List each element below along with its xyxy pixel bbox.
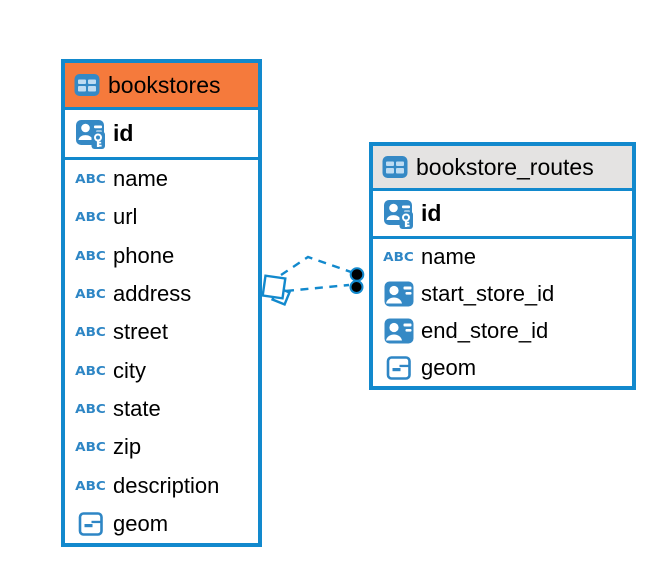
table-icon [382, 156, 408, 178]
relationship-line[interactable] [280, 255, 352, 276]
text-type-icon: ABC [75, 286, 106, 302]
foreign-key-icon [384, 281, 413, 307]
endpoint-dots-marker[interactable] [349, 267, 365, 294]
column-row-id[interactable]: id [65, 110, 258, 160]
column-row[interactable]: ABC zip [65, 428, 258, 466]
column-row[interactable]: ABC address [65, 275, 258, 313]
text-type-icon: ABC [75, 171, 106, 187]
text-type-icon: ABC [75, 363, 106, 379]
relationship-line[interactable] [285, 283, 350, 293]
column-name: street [113, 319, 169, 345]
column-name: phone [113, 242, 175, 268]
column-name: city [113, 357, 146, 383]
column-name: geom [113, 510, 169, 536]
table-header[interactable]: bookstore_routes [373, 146, 632, 191]
column-row[interactable]: end_store_id [373, 313, 632, 350]
column-row[interactable]: geom [65, 505, 258, 543]
column-name: description [113, 472, 220, 498]
text-type-icon: ABC [75, 439, 106, 455]
text-type-icon: ABC [75, 324, 106, 340]
column-name: url [113, 204, 138, 230]
column-row[interactable]: ABC url [65, 198, 258, 236]
column-row[interactable]: ABC name [373, 239, 632, 276]
column-row[interactable]: geom [373, 349, 632, 386]
text-type-icon: ABC [75, 477, 106, 494]
column-row[interactable]: ABC state [65, 390, 258, 428]
column-row[interactable]: ABC street [65, 313, 258, 351]
geometry-type-icon [386, 355, 411, 380]
column-name: id [421, 200, 442, 226]
text-type-icon: ABC [75, 401, 106, 417]
column-name: end_store_id [421, 317, 549, 343]
column-name: name [113, 166, 169, 192]
column-row[interactable]: start_store_id [373, 276, 632, 313]
column-row[interactable]: ABC city [65, 351, 258, 389]
many-side-diamond-marker[interactable] [261, 274, 292, 307]
column-name: zip [113, 434, 142, 460]
column-row[interactable]: ABC phone [65, 237, 258, 275]
table-name: bookstores [108, 71, 221, 98]
text-type-icon: ABC [75, 209, 106, 226]
column-row[interactable]: ABC name [65, 160, 258, 198]
geometry-type-icon [78, 512, 103, 536]
column-name: address [113, 281, 192, 307]
table-icon [74, 74, 100, 96]
column-row[interactable]: ABC description [65, 466, 258, 504]
table-header[interactable]: bookstores [65, 63, 258, 110]
column-name: id [113, 120, 134, 146]
table-bookstore-routes[interactable]: bookstore_routes id ABC name start_store… [369, 142, 636, 390]
text-type-icon: ABC [75, 248, 106, 264]
column-name: geom [421, 354, 477, 380]
text-type-icon: ABC [383, 249, 414, 265]
column-name: start_store_id [421, 281, 555, 307]
primary-key-icon [74, 119, 106, 150]
primary-key-icon [382, 199, 414, 230]
table-name: bookstore_routes [416, 153, 594, 180]
column-name: name [421, 244, 477, 270]
column-name: state [113, 395, 161, 421]
foreign-key-icon [384, 318, 413, 344]
column-row-id[interactable]: id [373, 191, 632, 239]
table-bookstores[interactable]: bookstores id ABC name ABC url ABC phone… [61, 59, 262, 547]
